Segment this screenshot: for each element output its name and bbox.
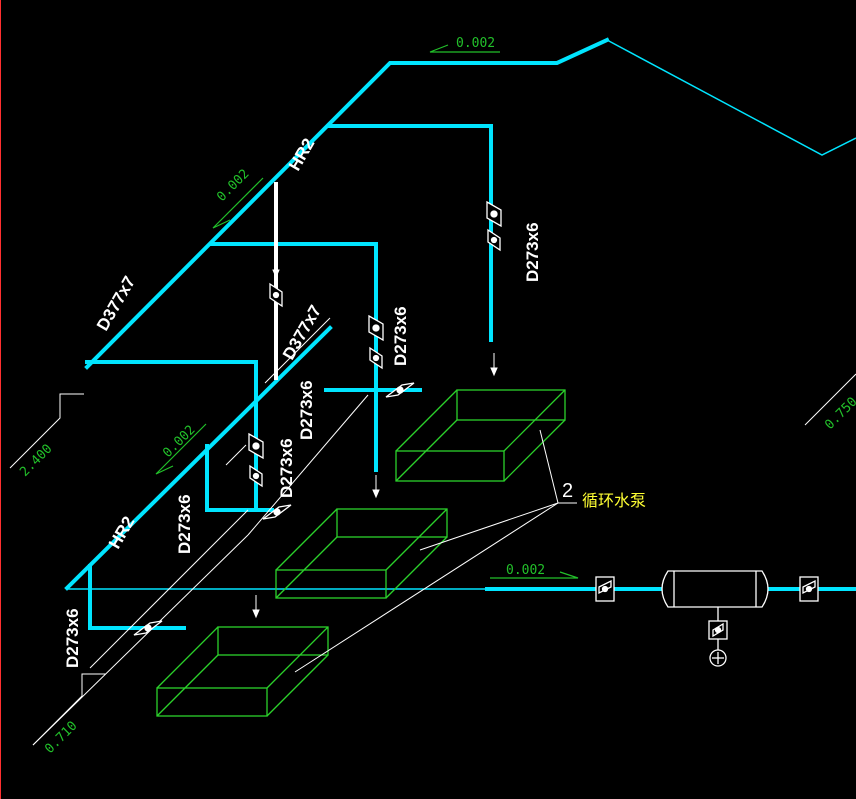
valve-icon[interactable] [708, 620, 728, 640]
riser-diagonal-lower [225, 444, 247, 466]
pipe-label-d273-centre-left: D273x6 [277, 438, 296, 498]
pump-tanks [156, 389, 566, 717]
construction-line-long [32, 534, 249, 746]
pump-tank-middle[interactable] [275, 508, 448, 599]
valves [133, 200, 502, 636]
valve-icon[interactable] [368, 314, 384, 342]
branch-pipe-mid [210, 242, 378, 472]
slope-arrows [155, 44, 579, 579]
thin-pipes [67, 39, 856, 590]
valve-icon[interactable] [799, 576, 819, 602]
valve-icon[interactable] [248, 432, 264, 460]
upper-return-line [606, 39, 856, 156]
pump-tank-right[interactable] [395, 389, 566, 482]
main-pipe-d377-lower [64, 325, 333, 591]
slope-label-right: 0.002 [506, 563, 545, 578]
valve-icon[interactable] [249, 464, 263, 488]
branch-pipe-left-mid [205, 444, 274, 512]
branch-pipe-top-right [328, 124, 493, 342]
elevation-mark-right [804, 373, 856, 426]
supply-pipes [64, 37, 856, 630]
pipe-label-d273-right: D273x6 [523, 222, 542, 282]
callout-leaders [294, 429, 577, 673]
valve-icon[interactable] [369, 346, 383, 370]
pipe-label-d273-centre: D273x6 [391, 306, 410, 366]
equipment-right [595, 570, 819, 667]
elevation-marks [9, 373, 856, 746]
pipe-label-d273-vertical-left: D273x6 [63, 608, 82, 668]
separator-vessel-icon[interactable] [661, 570, 769, 608]
pipe-label-d273-left-branch: D273x6 [175, 494, 194, 554]
valve-icon[interactable] [269, 282, 283, 308]
white-construction-lines [32, 394, 369, 746]
valve-icon[interactable] [133, 620, 163, 636]
elevation-mark-lower-left [32, 673, 106, 746]
pump-callout: 2 循环水泵 [562, 480, 646, 510]
construction-line-2 [247, 394, 369, 536]
valve-icon[interactable] [385, 382, 415, 398]
valve-icon[interactable] [487, 228, 501, 252]
riser-diagonal-white [264, 317, 331, 384]
elevation-mark-upper-left [9, 393, 84, 469]
pipe-label-d273-mid: D273x6 [297, 380, 316, 440]
valve-icon[interactable] [262, 504, 292, 520]
pump-tank-left[interactable] [156, 626, 329, 717]
construction-line-3 [89, 509, 249, 669]
callout-number: 2 [562, 480, 573, 502]
slope-label-top: 0.002 [456, 36, 495, 51]
drain-icon[interactable] [709, 649, 727, 667]
main-pipe-d377-upper [84, 37, 610, 370]
flow-arrows [252, 260, 498, 619]
callout-text: 循环水泵 [582, 491, 646, 510]
valve-icon[interactable] [486, 200, 502, 228]
branch-pipe-lower-upper [85, 360, 258, 512]
valve-icon[interactable] [595, 576, 615, 602]
